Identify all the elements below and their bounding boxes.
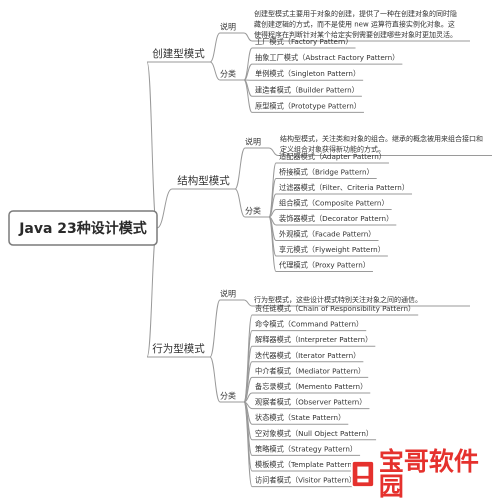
branch-3-item: 责任链模式（Chain of Responsibility Pattern） bbox=[255, 304, 415, 313]
root-node-box bbox=[8, 210, 158, 246]
root-node-label: Java 23种设计模式 bbox=[18, 220, 147, 237]
branch-1-item: 单例模式（Singleton Pattern） bbox=[255, 69, 360, 78]
branch-1-desc-title: 说明 bbox=[220, 22, 236, 32]
branch-2-desc-text-connector bbox=[268, 147, 279, 156]
branch-2-item-connector bbox=[268, 162, 277, 218]
branch-3-item: 空对象模式（Null Object Pattern） bbox=[255, 429, 373, 438]
branch-1-desc-line: 创建型模式主要用于对象的创建，提供了一种在创建对象的同时隐 bbox=[254, 9, 457, 18]
branch-2-item: 适配器模式（Adapter Pattern） bbox=[279, 152, 386, 161]
branch-3-item: 策略模式（Strategy Pattern） bbox=[255, 444, 357, 453]
branch-3-cat-connector bbox=[209, 356, 221, 403]
branch-3-desc-connector bbox=[209, 299, 221, 358]
branch-3-item: 迭代器模式（Iterator Pattern） bbox=[255, 351, 360, 360]
branch-2-item: 桥接模式（Bridge Pattern） bbox=[279, 168, 374, 177]
branch-3-desc-line: 行为型模式，这些设计模式特别关注对象之间的通信。 bbox=[254, 295, 422, 304]
branch-3-cat-title: 分类 bbox=[220, 391, 236, 401]
branch-1-desc-line: 使得程序在判断针对某个给定实例需要创建哪些对象时更加灵活。 bbox=[254, 30, 457, 39]
branch-3-item: 观察者模式（Observer Pattern） bbox=[255, 398, 366, 407]
branch-1-item: 原型模式（Prototype Pattern） bbox=[255, 101, 361, 110]
branch-3-connector bbox=[146, 227, 158, 358]
branch-1-item: 建造者模式（Builder Pattern） bbox=[255, 85, 359, 94]
branch-3-item: 模板模式（Template Pattern） bbox=[255, 460, 359, 469]
branch-3-item: 状态模式（State Pattern） bbox=[255, 413, 345, 422]
branch-3-item-connector bbox=[243, 401, 253, 488]
branch-3-label: 行为型模式 bbox=[152, 342, 205, 355]
branch-2-desc-connector bbox=[234, 147, 246, 190]
branch-1-item-connector bbox=[243, 47, 253, 81]
branch-1-desc-text-connector bbox=[243, 32, 253, 42]
branch-2-label: 结构型模式 bbox=[177, 174, 230, 187]
branch-1-label: 创建型模式 bbox=[152, 47, 205, 60]
branch-1-item-connector bbox=[243, 79, 253, 113]
branch-3-item: 命令模式（Command Pattern） bbox=[255, 320, 363, 329]
mind-map-nodes: Java 23种设计模式创建型模式说明创建型模式主要用于对象的创建，提供了一种在… bbox=[8, 9, 483, 485]
branch-1-cat-title: 分类 bbox=[220, 69, 236, 79]
branch-1-cat-connector bbox=[209, 61, 221, 81]
branch-3-item: 访问者模式（Visitor Pattern） bbox=[255, 476, 356, 485]
branch-3-item: 备忘录模式（Memento Pattern） bbox=[255, 382, 367, 391]
watermark-logo-icon bbox=[350, 460, 376, 488]
branch-1-desc-line: 藏创建逻辑的方式，而不是使用 new 运算符直接实例化对象。这 bbox=[254, 20, 455, 29]
branch-2-cat-connector bbox=[234, 188, 246, 218]
branch-2-item: 装饰器模式（Decorator Pattern） bbox=[279, 214, 393, 223]
branch-2-item: 外观模式（Facade Pattern） bbox=[279, 230, 376, 239]
branch-2-desc-title: 说明 bbox=[245, 137, 261, 147]
branch-3-desc-text-connector bbox=[243, 299, 253, 307]
branch-1-connector bbox=[146, 61, 158, 229]
branch-2-item: 组合模式（Composite Pattern） bbox=[279, 199, 389, 208]
watermark: 宝哥软件园 bbox=[349, 447, 495, 501]
branch-2-cat-title: 分类 bbox=[245, 206, 261, 216]
branch-2-item-connector bbox=[268, 216, 277, 272]
branch-2-desc-line: 定义组合对象获得新功能的方式。 bbox=[280, 145, 385, 154]
branch-1-item: 抽象工厂模式（Abstract Factory Pattern） bbox=[255, 53, 399, 62]
branch-2-desc-line: 结构型模式，关注类和对象的组合。继承的概念被用来组合接口和 bbox=[280, 134, 483, 143]
branch-1-item: 工厂模式（Factory Pattern） bbox=[255, 37, 353, 46]
branch-2-item: 享元模式（Flyweight Pattern） bbox=[279, 245, 385, 254]
branch-1-desc-connector bbox=[209, 32, 221, 63]
branch-3-desc-title: 说明 bbox=[220, 289, 236, 299]
branch-2-item: 代理模式（Proxy Pattern） bbox=[279, 261, 370, 270]
branch-2-connector bbox=[156, 188, 173, 229]
branch-3-item: 中介者模式（Mediator Pattern） bbox=[255, 366, 365, 375]
branch-3-item: 解释器模式（Interpreter Pattern） bbox=[255, 335, 372, 344]
branch-2-item: 过滤器模式（Filter、Criteria Pattern） bbox=[279, 183, 409, 192]
watermark-text: 宝哥软件园 bbox=[378, 447, 479, 501]
connector-lines bbox=[146, 32, 492, 488]
